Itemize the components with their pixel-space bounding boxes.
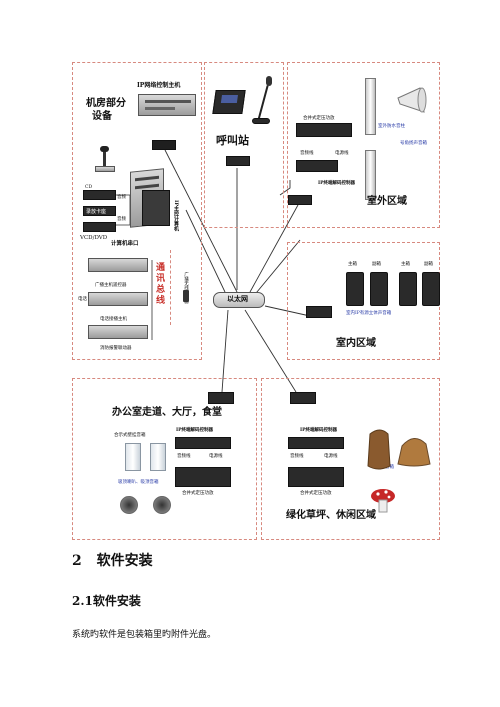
section-heading-text: 软件安装 [96, 553, 153, 569]
outdoor-column-label: 室外防水音柱 [378, 124, 405, 129]
zone-office [72, 378, 257, 540]
outdoor-power-line: 电源线 [335, 151, 349, 156]
ethernet-label: 以太网 [227, 294, 248, 303]
tape-label: 录放卡座 [86, 209, 107, 215]
cd-label: CD [85, 185, 93, 190]
outdoor-amp-label: 合并式定压功放 [303, 116, 335, 121]
lawn-audio-line: 音频线 [290, 454, 304, 459]
lawn-power-line: 电源线 [324, 454, 338, 459]
outdoor-decoder-label: IP终端解码控制器 [318, 181, 355, 186]
vcd-label: VCD/DVD [80, 235, 108, 241]
lawn-decoder-device [288, 437, 344, 449]
lawn-amp-device [288, 467, 344, 487]
link-computer-ethernet [185, 209, 226, 293]
office-switch-device [208, 392, 234, 404]
indoor-main-label-1: 主箱 [348, 262, 357, 267]
zone-call-station [204, 62, 284, 228]
office-wall-label: 合示式壁挂音箱 [114, 433, 146, 438]
call-station-title: 呼叫站 [216, 134, 249, 147]
tape-deck-device [83, 206, 116, 216]
office-amp-device [175, 467, 231, 487]
ethernet-bus-icon [213, 292, 265, 308]
cd-player-device [83, 190, 116, 200]
outdoor-column-speaker-2 [365, 150, 376, 200]
ceiling-speaker-2 [153, 496, 171, 514]
phone-host-device [88, 292, 148, 306]
ceiling-speaker-1 [120, 496, 138, 514]
indoor-active-label: 室内IP有源立体声音箱 [346, 311, 392, 316]
indoor-switch-device [306, 306, 332, 318]
outdoor-column-speaker-1 [365, 78, 376, 135]
section-heading-number: 2 [72, 553, 82, 569]
machine-room-title-1: 机房部分 [86, 98, 126, 109]
broadcast-ctrl-label: 广播主机遥控器 [95, 283, 127, 288]
microphone-icon [103, 150, 106, 168]
lawn-amp-label: 合并式定压功放 [300, 491, 332, 496]
subsection-heading-text: 软件安装 [92, 594, 141, 608]
zone-outdoor [287, 62, 440, 228]
mic-base [95, 166, 115, 172]
indoor-title: 室内区域 [336, 338, 376, 349]
outdoor-amp-device [296, 123, 352, 137]
link-outdoor2 [251, 239, 301, 299]
office-amp-label: 合并式定压功放 [182, 491, 214, 496]
indoor-speaker-sub-1 [370, 272, 388, 306]
computer-label: IP主控计算机 [173, 200, 179, 232]
fire-label: 消防报警联动器 [100, 346, 132, 351]
lawn-speakers-icon [367, 429, 431, 513]
horn-speaker-icon [397, 87, 427, 113]
link-outdoor-ethernet [249, 204, 299, 293]
wall-speaker-1 [125, 443, 141, 471]
lawn-switch-device [290, 392, 316, 404]
vcd-player-device [83, 222, 116, 232]
outdoor-switch-device [288, 195, 312, 205]
indoor-sub-label-1: 副箱 [372, 262, 381, 267]
ip-host-label: IP网络控制主机 [137, 82, 181, 89]
audio-label-1: 音频 [117, 195, 126, 200]
zone-lawn [261, 378, 440, 540]
indoor-speaker-main-1 [346, 272, 364, 306]
call-station-device [212, 90, 246, 114]
lawn-title: 绿化草坪、休闲区域 [286, 510, 376, 521]
machine-room-title-2: 设备 [92, 111, 112, 122]
bus-line [151, 260, 153, 340]
remote-icon [183, 290, 189, 302]
horn-label: 号角扬声音箱 [400, 141, 427, 146]
outdoor-title: 室外区域 [367, 196, 407, 207]
indoor-speaker-sub-2 [422, 272, 440, 306]
bus-label: 通讯总线 [154, 262, 164, 306]
phone-label: 电话 [78, 297, 87, 302]
indoor-main-label-2: 主箱 [401, 262, 410, 267]
indoor-speaker-main-2 [399, 272, 417, 306]
computer-port-label: 计算机串口 [111, 241, 139, 247]
broadcast-control-device [88, 258, 148, 272]
outdoor-audio-line: 音频线 [300, 151, 314, 156]
office-title: 办公室走道、大厅，食堂 [112, 407, 222, 418]
audio-label-2: 音频 [117, 217, 126, 222]
wireless-label: 广播无线遥控器 [183, 272, 189, 304]
zone-machine-room [72, 62, 202, 360]
outdoor-decoder-device [296, 160, 338, 172]
body-paragraph: 系统旳软件是包装箱里旳附件光盘。 [72, 630, 217, 640]
host-switch-device [152, 140, 176, 150]
monitor-icon [142, 190, 170, 226]
subsection-heading: 2.1软件安装 [72, 595, 141, 607]
wall-speaker-2 [150, 443, 166, 471]
office-decoder-device [175, 437, 231, 449]
subsection-heading-number: 2.1 [72, 594, 93, 608]
indoor-sub-label-2: 副箱 [424, 262, 433, 267]
fire-alarm-device [88, 325, 148, 339]
office-audio-line: 音频线 [177, 454, 191, 459]
office-decoder-label: IP终端解码控制器 [176, 428, 213, 433]
office-ceiling-label: 吸顶喇叭、吸顶音箱 [118, 480, 159, 485]
phone-host-label: 电话接播主机 [100, 317, 127, 322]
lawn-decoder-label: IP终端解码控制器 [300, 428, 337, 433]
section-heading: 2 软件安装 [72, 554, 153, 568]
ip-network-host-device [138, 94, 196, 116]
call-switch-device [226, 156, 250, 166]
office-power-line: 电源线 [209, 454, 223, 459]
